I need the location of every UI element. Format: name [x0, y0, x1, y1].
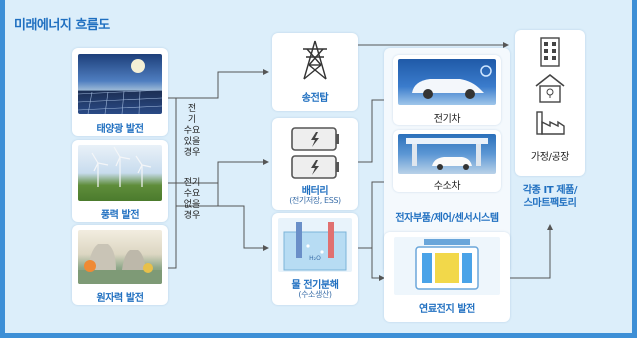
nuclear-label: 원자력 발전 — [96, 293, 144, 304]
battery-label: 배터리 — [301, 186, 329, 197]
wind-turbine-image — [78, 145, 162, 201]
arrow-to-fuel-cell — [371, 248, 385, 281]
fuel-cell-image — [394, 237, 500, 295]
electrolysis-sub-label: (수소생산) — [298, 290, 332, 299]
hydrogen-car-card: 수소차 — [393, 130, 501, 192]
solar-panel-image — [78, 54, 162, 114]
svg-text:H₂O: H₂O — [309, 255, 321, 262]
solar-label: 태양광 발전 — [96, 124, 144, 135]
components-label: 전자부품/제어/센서시스템 — [395, 213, 499, 224]
wind-label: 풍력 발전 — [100, 210, 140, 221]
house-icon — [535, 73, 565, 103]
arrow-fuel-cell-to-end — [510, 224, 553, 279]
it-smart-factory-label: 각종 IT 제품/ 스마트팩토리 — [522, 185, 578, 209]
ev-card: 전기차 — [393, 55, 501, 125]
transmission-label: 송전탑 — [301, 93, 329, 104]
electrolysis-label: 물 전기분해 — [291, 280, 339, 291]
nuclear-card: 원자력 발전 — [72, 225, 168, 305]
arrow-to-battery — [176, 159, 269, 184]
diagram-title: 미래에너지 흐름도 — [14, 18, 110, 33]
electrolysis-card: H₂O 물 전기분해 (수소생산) — [272, 213, 358, 305]
battery-card: 배터리 (전기저장, ESS) — [272, 118, 358, 210]
arrow-to-transmission — [176, 69, 269, 99]
transmission-tower-icon — [303, 40, 327, 80]
factory-icon — [536, 111, 565, 135]
battery-icon — [291, 127, 339, 179]
arrow-to-ev — [358, 97, 394, 163]
hydrogen-car-label: 수소차 — [433, 181, 461, 192]
arrow-to-electrolysis — [217, 183, 269, 251]
hydrogen-station-image — [398, 134, 496, 174]
arrow-to-hydrogen-car — [358, 179, 394, 249]
building-icon — [540, 37, 560, 67]
transmission-card: 송전탑 — [272, 33, 358, 111]
battery-sub-label: (전기저장, ESS) — [289, 196, 341, 205]
fuel-cell-label: 연료전지 발전 — [419, 304, 475, 315]
wind-card: 풍력 발전 — [72, 140, 168, 222]
home-factory-label: 가정/공장 — [530, 152, 570, 163]
electric-car-image — [398, 59, 496, 105]
electrolysis-image: H₂O — [278, 218, 352, 272]
solar-card: 태양광 발전 — [72, 48, 168, 136]
nuclear-plant-image — [78, 230, 162, 284]
fuel-cell-card: 연료전지 발전 — [384, 232, 510, 322]
end-use-card: 가정/공장 — [515, 30, 585, 176]
ev-label: 전기차 — [433, 114, 461, 125]
